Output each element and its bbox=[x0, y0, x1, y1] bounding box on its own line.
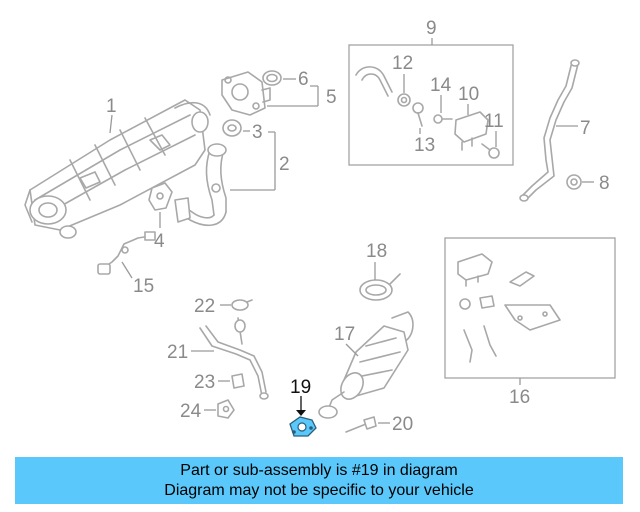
callout-23: 23 bbox=[194, 372, 215, 393]
callout-6: 6 bbox=[298, 69, 309, 90]
part-11-bolt[interactable] bbox=[481, 143, 500, 159]
callout-12: 12 bbox=[392, 53, 413, 74]
part-22-clamp[interactable] bbox=[231, 299, 253, 311]
arrow-19 bbox=[296, 410, 306, 416]
part-3-seal[interactable] bbox=[222, 119, 242, 137]
part-19-gasket-highlighted[interactable] bbox=[289, 416, 317, 437]
callout-22: 22 bbox=[194, 296, 215, 317]
callout-1: 1 bbox=[106, 96, 117, 117]
bracket-5 bbox=[267, 85, 319, 107]
callout-18: 18 bbox=[366, 241, 387, 262]
callout-11: 11 bbox=[484, 111, 504, 132]
callout-17: 17 bbox=[334, 324, 355, 345]
callout-9: 9 bbox=[426, 18, 437, 39]
part-hose[interactable] bbox=[355, 66, 393, 97]
callout-21: 21 bbox=[167, 342, 188, 363]
callout-4: 4 bbox=[154, 231, 165, 252]
callout-13: 13 bbox=[414, 135, 435, 156]
part-20-bolt[interactable] bbox=[345, 416, 377, 433]
part-16-components[interactable] bbox=[457, 253, 561, 363]
callout-2: 2 bbox=[279, 154, 290, 175]
callout-15: 15 bbox=[133, 276, 154, 297]
info-banner: Part or sub-assembly is #19 in diagram D… bbox=[15, 457, 623, 504]
callout-7: 7 bbox=[580, 118, 591, 139]
part-7-tube[interactable] bbox=[519, 59, 580, 202]
group-box-16 bbox=[444, 237, 616, 379]
leader-15 bbox=[121, 261, 133, 279]
callout-16: 16 bbox=[509, 387, 530, 408]
callout-24: 24 bbox=[180, 401, 202, 422]
callout-20: 20 bbox=[392, 414, 413, 435]
callout-19: 19 bbox=[290, 377, 311, 398]
leader-17 bbox=[345, 343, 359, 357]
leader-1 bbox=[109, 114, 113, 134]
part-18-clamp[interactable] bbox=[359, 273, 401, 301]
part-21-pipe[interactable] bbox=[199, 317, 269, 400]
part-10-pressure-sensor[interactable] bbox=[454, 111, 489, 151]
callout-8: 8 bbox=[599, 173, 610, 194]
callout-10: 10 bbox=[458, 84, 479, 105]
part-1-egr-cooler[interactable] bbox=[24, 99, 211, 239]
part-5-egr-valve-housing[interactable] bbox=[221, 71, 271, 116]
callout-14: 14 bbox=[430, 75, 452, 96]
part-4-gasket[interactable] bbox=[148, 182, 173, 211]
banner-line-1: Part or sub-assembly is #19 in diagram bbox=[180, 462, 458, 479]
callout-5: 5 bbox=[326, 87, 337, 108]
part-2-egr-pipe[interactable] bbox=[174, 143, 227, 227]
callout-3: 3 bbox=[252, 122, 263, 143]
part-14-bolt[interactable] bbox=[433, 114, 453, 124]
part-23-bracket[interactable] bbox=[231, 373, 245, 389]
part-17-catalytic-converter[interactable] bbox=[318, 311, 414, 419]
part-24-mount[interactable] bbox=[217, 399, 235, 419]
part-6-gasket[interactable] bbox=[262, 70, 282, 86]
part-15-sensor[interactable] bbox=[97, 231, 156, 275]
part-12-nut[interactable] bbox=[397, 93, 411, 107]
banner-line-2: Diagram may not be specific to your vehi… bbox=[164, 482, 474, 499]
group-box-9 bbox=[348, 44, 514, 166]
part-8-clip[interactable] bbox=[566, 174, 582, 190]
parts-diagram: 1 6 5 3 2 4 bbox=[24, 18, 616, 437]
part-13-bolt[interactable] bbox=[412, 102, 424, 127]
bracket-2 bbox=[230, 131, 276, 191]
